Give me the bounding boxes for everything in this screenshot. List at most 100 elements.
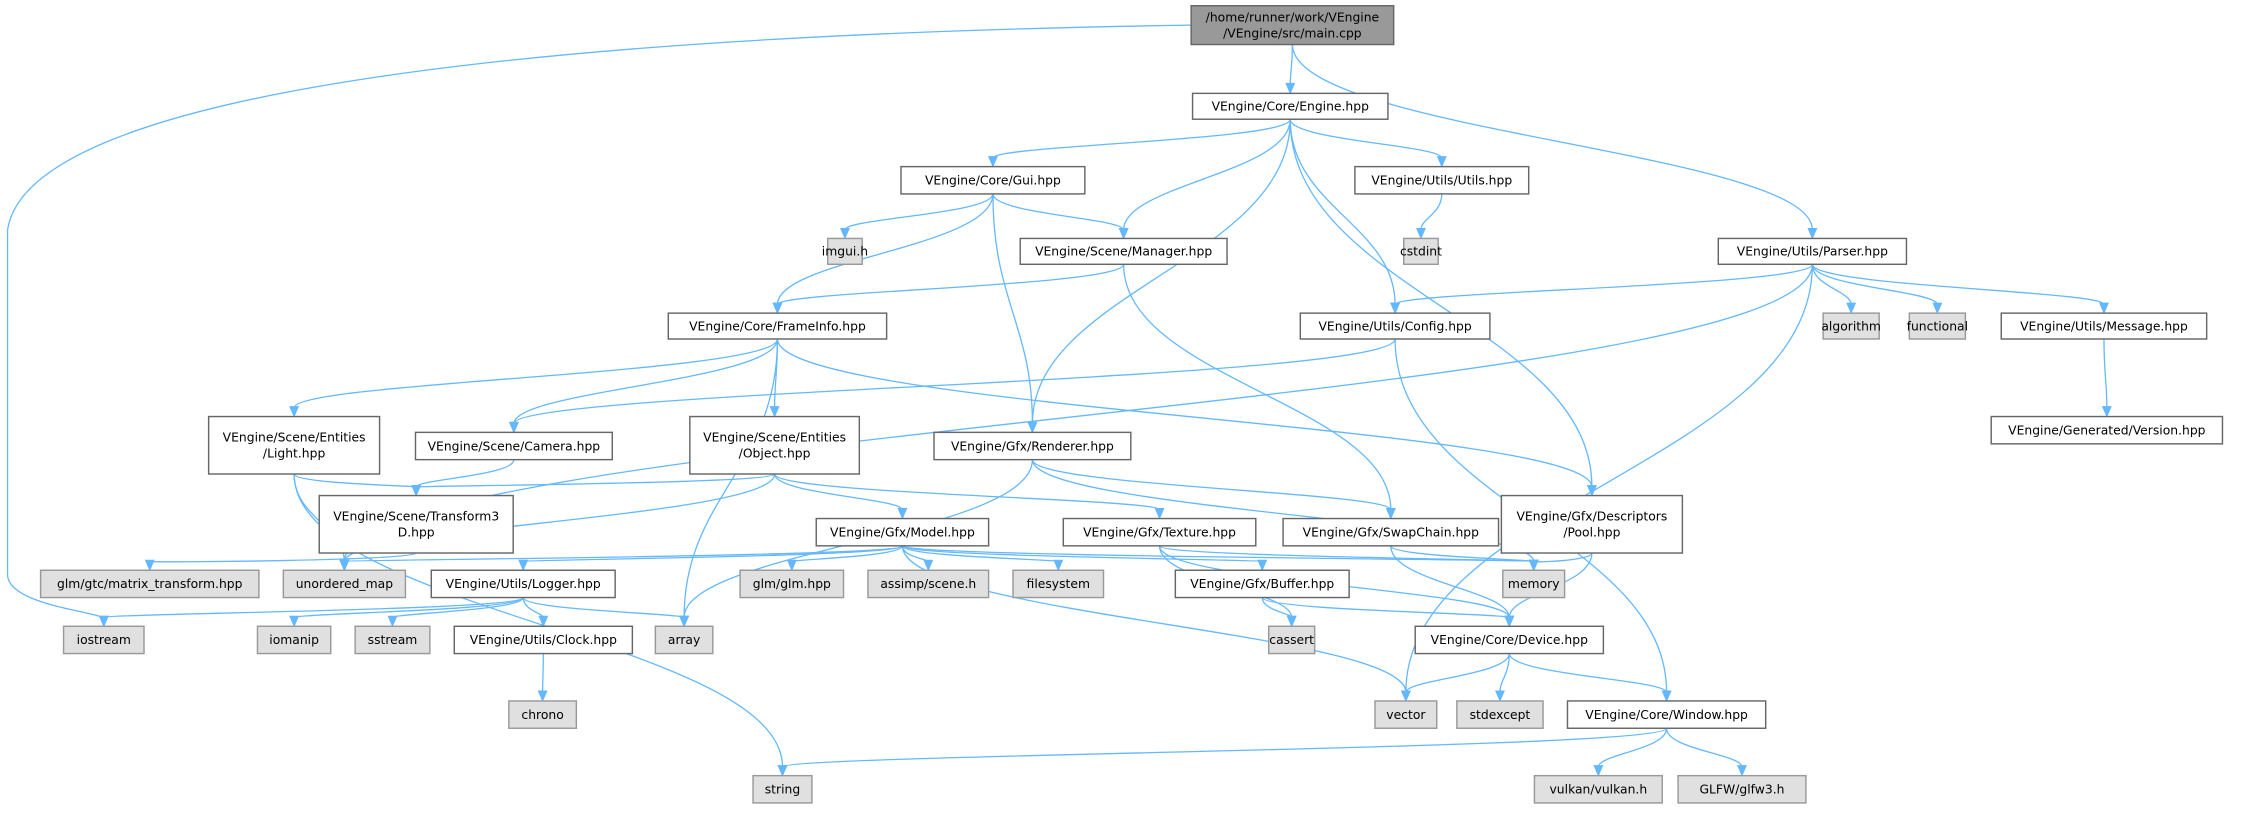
node-swapchain[interactable]: VEngine/Gfx/SwapChain.hpp <box>1282 517 1500 547</box>
arrowhead-icon <box>1027 421 1038 434</box>
node-label: VEngine/Gfx/Buffer.hpp <box>1190 577 1334 591</box>
node-label: VEngine/Gfx/Texture.hpp <box>1083 525 1236 539</box>
node-config[interactable]: VEngine/Utils/Config.hpp <box>1299 312 1491 340</box>
edge <box>773 473 904 511</box>
edge <box>1390 545 1535 563</box>
arrowhead-icon <box>1400 690 1411 703</box>
node-box <box>667 312 888 340</box>
node-label: functional <box>1907 319 1968 333</box>
node-model[interactable]: VEngine/Gfx/Model.hpp <box>815 517 990 547</box>
node-label: VEngine/Core/FrameInfo.hpp <box>689 319 866 333</box>
node-imgui: imgui.h <box>822 237 868 266</box>
arrowhead-icon <box>289 615 300 628</box>
node-box <box>282 569 407 599</box>
node-label: /home/runner/work/VEngine <box>1206 11 1379 25</box>
node-cstdint: cstdint <box>1400 237 1442 266</box>
node-engine[interactable]: VEngine/Core/Engine.hpp <box>1191 92 1389 120</box>
node-label: filesystem <box>1027 577 1090 591</box>
node-label: VEngine/Core/Gui.hpp <box>925 174 1061 188</box>
node-version[interactable]: VEngine/Generated/Version.hpp <box>1990 415 2224 445</box>
node-label: string <box>765 783 800 797</box>
node-pool[interactable]: VEngine/Gfx/Descriptors/Pool.hpp <box>1500 494 1684 554</box>
node-box <box>62 625 145 655</box>
node-renderer[interactable]: VEngine/Gfx/Renderer.hpp <box>933 431 1132 461</box>
node-box <box>1500 494 1684 554</box>
node-parser[interactable]: VEngine/Utils/Parser.hpp <box>1717 237 1908 266</box>
node-label: cassert <box>1269 633 1314 647</box>
arrowhead-icon <box>98 615 109 628</box>
node-label: unordered_map <box>296 577 393 591</box>
edge <box>1394 263 1814 306</box>
node-glfw: GLFW/glfw3.h <box>1677 774 1807 804</box>
arrowhead-icon <box>1390 302 1401 315</box>
edge <box>1289 118 1443 159</box>
node-vulkan: vulkan/vulkan.h <box>1533 774 1663 804</box>
node-glm: glm/glm.hpp <box>739 569 845 599</box>
node-texture[interactable]: VEngine/Gfx/Texture.hpp <box>1062 517 1257 547</box>
node-main[interactable]: /home/runner/work/VEngine/VEngine/src/ma… <box>1190 5 1395 46</box>
node-label: chrono <box>521 708 563 722</box>
arrowhead-icon <box>840 227 850 240</box>
edge <box>1158 545 1535 563</box>
arrowhead-icon <box>538 615 549 628</box>
edge <box>2103 338 2108 408</box>
node-box <box>1299 312 1491 340</box>
arrowhead-icon <box>1737 765 1747 777</box>
edge <box>1597 728 1668 768</box>
node-manager[interactable]: VEngine/Scene/Manager.hpp <box>1019 237 1228 266</box>
node-box <box>1019 237 1228 266</box>
node-box <box>815 517 990 547</box>
node-device[interactable]: VEngine/Core/Device.hpp <box>1414 625 1605 655</box>
edge <box>776 338 1593 488</box>
node-stdexcept: stdexcept <box>1456 700 1544 729</box>
node-label: VEngine/Scene/Entities <box>703 431 846 445</box>
node-mtx: glm/gtc/matrix_transform.hpp <box>39 569 260 599</box>
node-light[interactable]: VEngine/Scene/Entities/Light.hpp <box>207 415 381 475</box>
edge <box>293 338 779 409</box>
arrowhead-icon <box>1154 508 1165 520</box>
node-box <box>1191 92 1389 120</box>
arrowhead-icon <box>1661 690 1672 703</box>
node-label: VEngine/Core/Window.hpp <box>1585 708 1748 722</box>
node-message[interactable]: VEngine/Utils/Message.hpp <box>2000 312 2208 340</box>
node-box <box>414 431 613 461</box>
arrowhead-icon <box>1846 302 1857 315</box>
edge <box>1031 459 1392 511</box>
edge <box>1499 653 1510 693</box>
node-box <box>1062 517 1257 547</box>
node-window[interactable]: VEngine/Core/Window.hpp <box>1566 700 1767 729</box>
node-camera[interactable]: VEngine/Scene/Camera.hpp <box>414 431 613 461</box>
edge <box>6 24 1192 619</box>
node-label: VEngine/Core/Engine.hpp <box>1212 100 1370 114</box>
node-filesystem: filesystem <box>1012 569 1105 599</box>
node-box <box>900 165 1086 195</box>
node-label: VEngine/Core/Device.hpp <box>1431 633 1588 647</box>
node-logger[interactable]: VEngine/Utils/Logger.hpp <box>430 569 616 599</box>
node-label: memory <box>1508 577 1560 591</box>
arrowhead-icon <box>1495 690 1505 703</box>
node-box <box>256 625 332 655</box>
node-gui[interactable]: VEngine/Core/Gui.hpp <box>900 165 1086 195</box>
arrowhead-icon <box>1053 559 1064 572</box>
node-algorithm: algorithm <box>1821 312 1881 340</box>
arrowhead-icon <box>987 156 998 168</box>
node-iomanip: iomanip <box>256 625 332 655</box>
node-label: VEngine/Generated/Version.hpp <box>2008 424 2206 438</box>
node-box <box>752 774 813 804</box>
node-cassert: cassert <box>1267 625 1316 655</box>
node-box <box>318 494 514 554</box>
edge <box>1420 193 1443 230</box>
node-object[interactable]: VEngine/Scene/Entities/Object.hpp <box>689 415 861 475</box>
node-assimp: assimp/scene.h <box>867 569 990 599</box>
node-utils[interactable]: VEngine/Utils/Utils.hpp <box>1354 165 1530 195</box>
node-clock[interactable]: VEngine/Utils/Clock.hpp <box>453 625 634 655</box>
nodes-layer: /home/runner/work/VEngine/VEngine/src/ma… <box>39 5 2224 804</box>
node-frameinfo[interactable]: VEngine/Core/FrameInfo.hpp <box>667 312 888 340</box>
edge <box>776 263 1125 306</box>
node-box <box>1502 569 1566 599</box>
node-label: vulkan/vulkan.h <box>1550 783 1648 797</box>
node-label: vector <box>1386 708 1426 722</box>
node-buffer[interactable]: VEngine/Gfx/Buffer.hpp <box>1174 569 1350 599</box>
